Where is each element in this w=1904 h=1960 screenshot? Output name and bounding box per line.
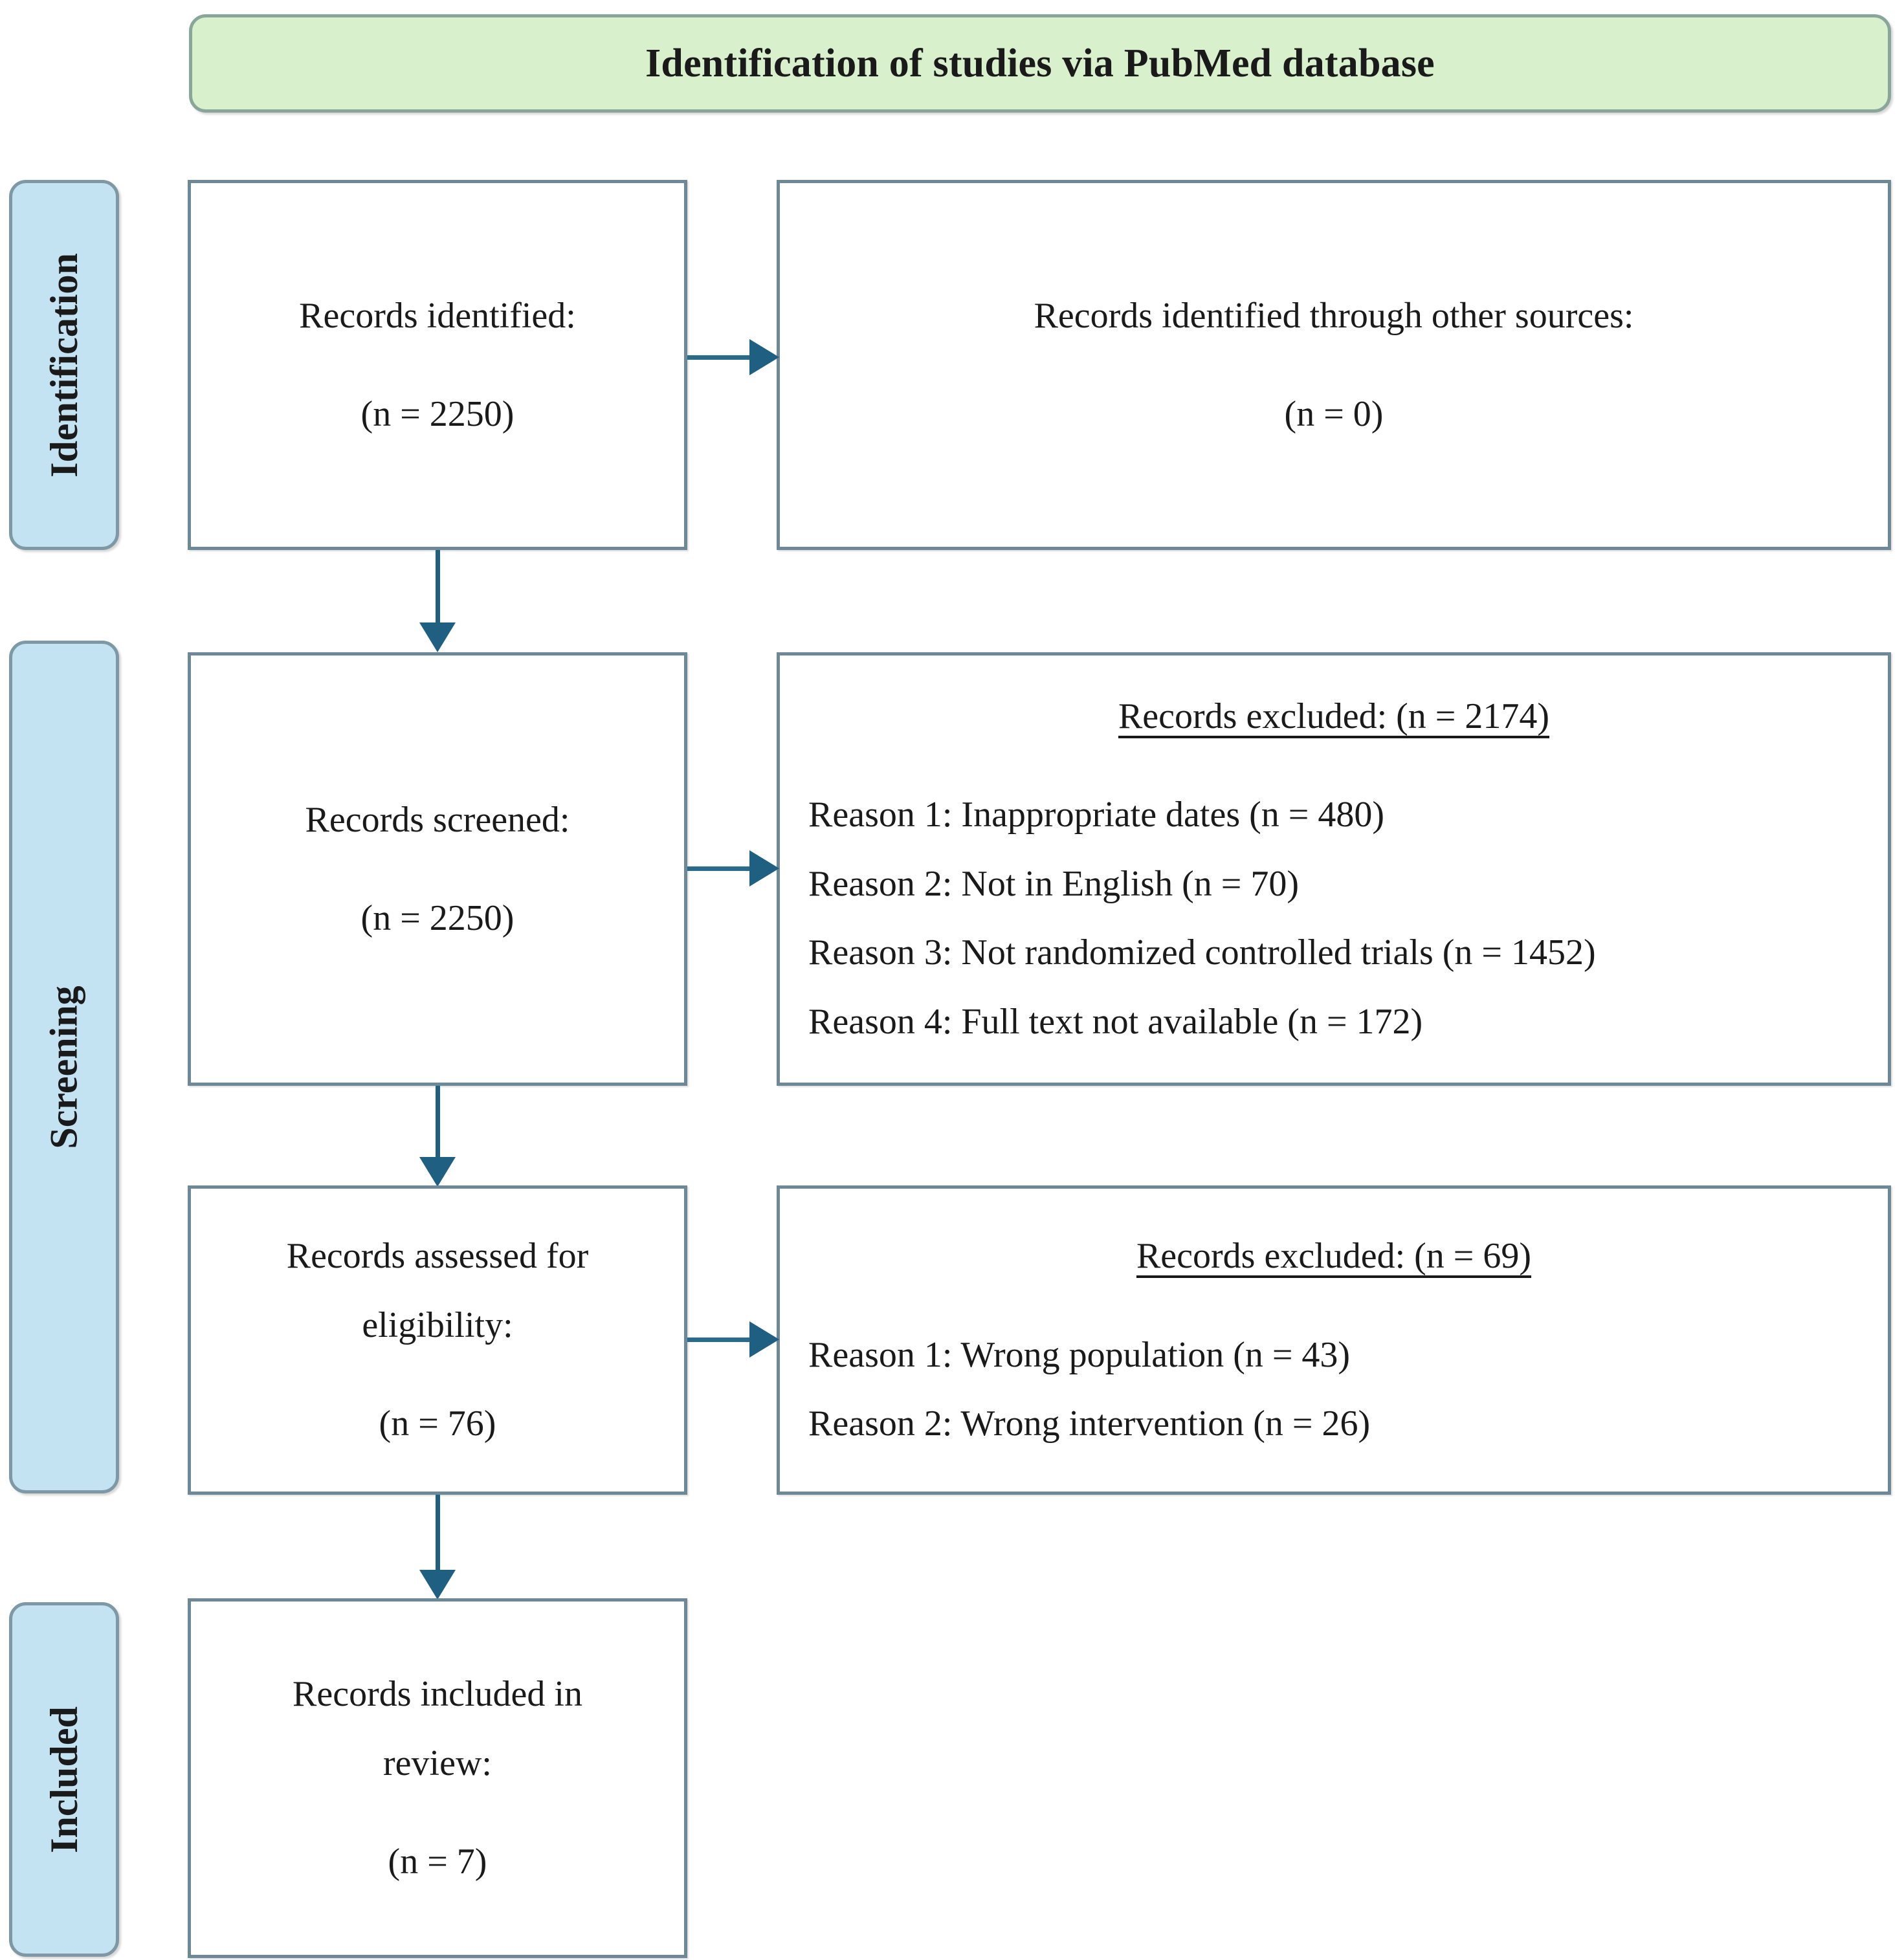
excluded-screening-header: Records excluded: (n = 2174) (1118, 696, 1550, 737)
records-identified-count: (n = 2250) (360, 394, 515, 434)
spacer (808, 751, 1888, 780)
box-records-included: Records included in review: (n = 7) (188, 1598, 687, 1958)
phase-label-identification: Identification (9, 180, 119, 550)
records-included-count: (n = 7) (388, 1842, 487, 1882)
records-included-title-line1: Records included in (293, 1674, 582, 1715)
diagram-title-banner: Identification of studies via PubMed dat… (189, 14, 1891, 113)
arrowhead-assessed-to-included (419, 1570, 456, 1600)
excluded-screening-reason-1: Reason 1: Inappropriate dates (n = 480) (808, 795, 1384, 835)
box-excluded-eligibility: Records excluded: (n = 69) Reason 1: Wro… (777, 1185, 1891, 1495)
arrowhead-identified-to-other-sources (749, 339, 779, 375)
diagram-title: Identification of studies via PubMed dat… (645, 41, 1435, 85)
box-records-screened: Records screened: (n = 2250) (188, 652, 687, 1086)
excluded-screening-reason-2: Reason 2: Not in English (n = 70) (808, 863, 1299, 904)
arrowhead-identified-to-screened (419, 622, 456, 652)
connector-identified-to-other-sources (687, 355, 752, 360)
spacer (808, 1291, 1888, 1321)
connector-screened-to-excluded (687, 866, 752, 871)
records-screened-title: Records screened: (305, 799, 570, 840)
phase-label-included: Included (9, 1602, 119, 1957)
connector-assessed-to-included (436, 1495, 440, 1574)
excluded-screening-reason-4: Reason 4: Full text not available (n = 1… (808, 1001, 1423, 1042)
excluded-eligibility-reason-2: Reason 2: Wrong intervention (n = 26) (808, 1404, 1371, 1444)
phase-label-included-text: Included (42, 1706, 85, 1853)
box-other-sources: Records identified through other sources… (777, 180, 1891, 550)
arrowhead-screened-to-excluded (749, 850, 779, 886)
excluded-eligibility-reason-1: Reason 1: Wrong population (n = 43) (808, 1334, 1351, 1375)
other-sources-title: Records identified through other sources… (1034, 295, 1634, 336)
other-sources-count: (n = 0) (1284, 394, 1384, 434)
records-assessed-title-line2: eligibility: (362, 1305, 513, 1345)
records-assessed-count: (n = 76) (379, 1404, 496, 1444)
box-records-assessed: Records assessed for eligibility: (n = 7… (188, 1185, 687, 1495)
phase-label-screening: Screening (9, 641, 119, 1493)
arrowhead-assessed-to-excluded (749, 1321, 779, 1358)
connector-assessed-to-excluded (687, 1338, 752, 1342)
box-excluded-screening: Records excluded: (n = 2174) Reason 1: I… (777, 652, 1891, 1086)
box-records-identified: Records identified: (n = 2250) (188, 180, 687, 550)
records-assessed-title-line1: Records assessed for (286, 1236, 589, 1277)
connector-identified-to-screened (436, 550, 440, 633)
phase-label-screening-text: Screening (42, 985, 85, 1149)
connector-screened-to-assessed (436, 1086, 440, 1161)
excluded-eligibility-header: Records excluded: (n = 69) (1136, 1236, 1532, 1277)
arrowhead-screened-to-assessed (419, 1157, 456, 1187)
phase-label-identification-text: Identification (42, 252, 85, 478)
records-screened-count: (n = 2250) (360, 898, 515, 938)
records-included-title-line2: review: (383, 1743, 492, 1783)
records-identified-title: Records identified: (299, 295, 576, 336)
excluded-screening-reason-3: Reason 3: Not randomized controlled tria… (808, 932, 1596, 973)
